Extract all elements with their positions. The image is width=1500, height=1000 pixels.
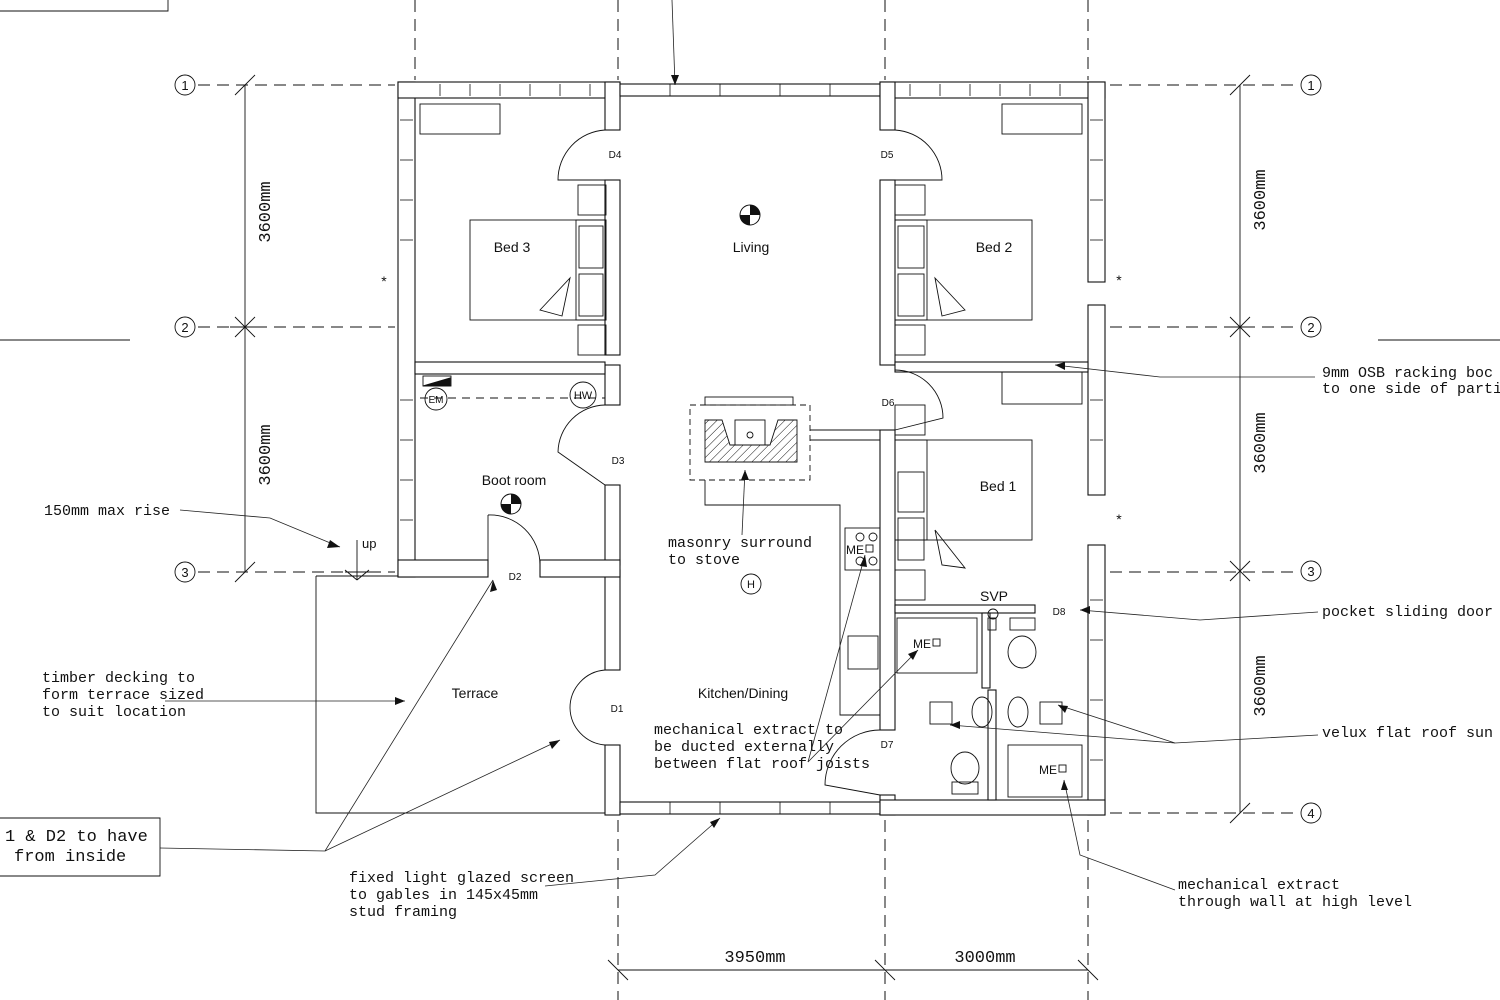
asterisk-left: * bbox=[381, 273, 387, 289]
hot-water-cylinder-icon bbox=[569, 381, 597, 409]
grid-bubble-2-right: 2 bbox=[1307, 320, 1314, 335]
note-doors-line1: 1 & D2 to have bbox=[5, 828, 148, 847]
door-swings bbox=[487, 129, 944, 796]
note-masonry-line1: masonry surround bbox=[668, 535, 812, 552]
note-decking-line3: to suit location bbox=[42, 704, 186, 721]
electric-meter-label: EM bbox=[429, 395, 444, 406]
heater-label: H bbox=[747, 579, 755, 591]
grid-bubble-3-right: 3 bbox=[1307, 564, 1314, 579]
grid-bubble-3-left: 3 bbox=[181, 565, 188, 580]
door-tag-d4: D4 bbox=[609, 150, 622, 161]
note-max-rise: 150mm max rise bbox=[44, 503, 170, 520]
dim-upper-left: 3600mm bbox=[257, 181, 276, 242]
note-mech-ducted-line2: be ducted externally bbox=[654, 739, 834, 756]
door-tag-d6: D6 bbox=[882, 398, 895, 409]
door-tag-d1: D1 bbox=[611, 704, 624, 715]
note-mech-ducted-line3: between flat roof joists bbox=[654, 756, 870, 773]
note-velux: velux flat roof sun tur bbox=[1322, 725, 1500, 742]
note-glazed-line3: stud framing bbox=[349, 904, 457, 921]
dim-lower-right: 3600mm bbox=[1252, 655, 1271, 716]
smoke-detector-icon bbox=[739, 204, 761, 226]
step-up-label: up bbox=[362, 536, 376, 551]
title-box-fragment bbox=[0, 0, 169, 12]
door-tag-d5: D5 bbox=[881, 150, 894, 161]
note-masonry-line2: to stove bbox=[668, 552, 740, 569]
room-label-living: Living bbox=[733, 239, 770, 255]
mech-extract-bath-label: ME bbox=[913, 637, 931, 651]
room-label-bed1: Bed 1 bbox=[980, 478, 1017, 494]
leader-lines bbox=[159, 0, 1319, 891]
note-doors-line2: from inside bbox=[14, 848, 126, 867]
room-label-kitchen-dining: Kitchen/Dining bbox=[698, 685, 788, 701]
dim-upper-right: 3600mm bbox=[1252, 169, 1271, 230]
door-tag-d2: D2 bbox=[509, 572, 522, 583]
dim-bottom-left: 3950mm bbox=[724, 949, 785, 968]
hot-water-label: HW bbox=[574, 390, 593, 402]
stud-marks bbox=[400, 84, 1103, 814]
walls bbox=[397, 81, 1106, 816]
door-tag-d7: D7 bbox=[881, 740, 894, 751]
dim-bottom-right: 3000mm bbox=[954, 949, 1015, 968]
terrace-decking bbox=[315, 576, 610, 814]
room-label-terrace: Terrace bbox=[452, 685, 499, 701]
dimension-lines bbox=[230, 74, 1255, 981]
room-label-boot-room: Boot room bbox=[482, 472, 547, 488]
mech-extract-kitchen-label: ME bbox=[846, 543, 864, 557]
room-label-bed3: Bed 3 bbox=[494, 239, 531, 255]
grid-bubble-1-left: 1 bbox=[181, 78, 188, 93]
mech-extract-ensuite-label: ME bbox=[1039, 763, 1057, 777]
asterisk-right-upper: * bbox=[1116, 272, 1122, 288]
room-label-bed2: Bed 2 bbox=[976, 239, 1013, 255]
furniture bbox=[419, 103, 1083, 798]
note-decking-line1: timber decking to bbox=[42, 670, 195, 687]
grid-bubble-2-left: 2 bbox=[181, 320, 188, 335]
smoke-detector-icon bbox=[500, 493, 522, 515]
dim-mid-right: 3600mm bbox=[1252, 412, 1271, 473]
grid-bubble-4-right: 4 bbox=[1307, 806, 1314, 821]
door-tag-d3: D3 bbox=[612, 456, 625, 467]
heater-icon bbox=[740, 573, 762, 595]
leader-arrowheads bbox=[327, 75, 1090, 828]
note-pocket-door: pocket sliding door bbox=[1322, 604, 1493, 621]
horizontal-gridlines bbox=[0, 84, 1500, 814]
grid-bubble-1-right: 1 bbox=[1307, 78, 1314, 93]
svp-label: SVP bbox=[980, 588, 1008, 604]
note-decking-line2: form terrace sized bbox=[42, 687, 204, 704]
vertical-gridlines bbox=[414, 0, 1089, 1000]
grid-bubbles: 1 1 2 2 3 3 4 bbox=[174, 74, 1322, 824]
note-box bbox=[0, 817, 161, 877]
electric-meter-icon bbox=[424, 387, 448, 411]
door-tag-d8: D8 bbox=[1053, 607, 1066, 618]
note-osb-line1: 9mm OSB racking boc bbox=[1322, 365, 1493, 382]
note-osb-line2: to one side of partitic bbox=[1322, 381, 1500, 398]
note-glazed-line1: fixed light glazed screen bbox=[349, 870, 574, 887]
note-glazed-line2: to gables in 145x45mm bbox=[349, 887, 538, 904]
note-mech-ducted-line1: mechanical extract to bbox=[654, 722, 843, 739]
note-mech-wall-line2: through wall at high level bbox=[1178, 894, 1412, 911]
asterisk-right-lower: * bbox=[1116, 511, 1122, 527]
note-mech-wall-line1: mechanical extract bbox=[1178, 877, 1340, 894]
dim-mid-left: 3600mm bbox=[257, 424, 276, 485]
